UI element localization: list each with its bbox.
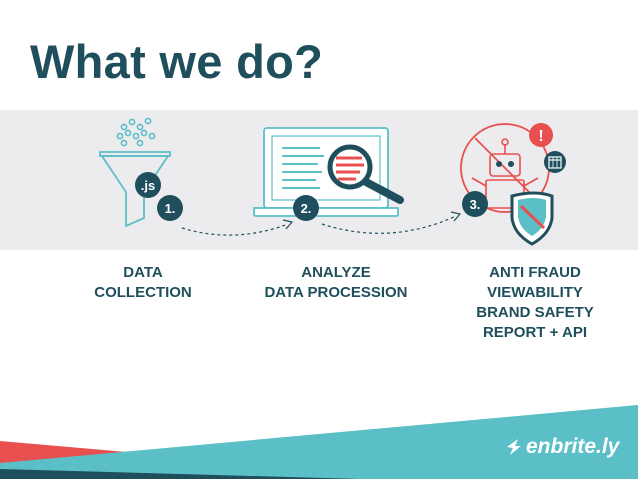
shield-icon xyxy=(512,193,552,244)
slide-title: What we do? xyxy=(30,34,323,89)
process-illustration: .js 1. 2. xyxy=(0,110,638,250)
step-label-line: COLLECTION xyxy=(68,283,218,303)
dashed-arrow-2 xyxy=(322,216,456,233)
step-number-2: 2. xyxy=(301,201,312,216)
step-2-label: ANALYZE DATA PROCESSION xyxy=(238,263,434,303)
step-label-line: DATA xyxy=(68,263,218,283)
step-label-line: ANALYZE xyxy=(238,263,434,283)
step-number-3: 3. xyxy=(470,197,481,212)
brand-name: enbrite.ly xyxy=(526,435,619,459)
step-label-line: DATA PROCESSION xyxy=(238,283,434,303)
brand-logo: enbrite.ly xyxy=(505,434,619,460)
js-badge-text: .js xyxy=(141,178,155,193)
step-label-line: VIEWABILITY xyxy=(455,283,615,303)
step-3-label: ANTI FRAUD VIEWABILITY BRAND SAFETY REPO… xyxy=(455,263,615,343)
laptop-icon xyxy=(254,128,398,216)
alert-icon: ! xyxy=(529,123,553,147)
svg-text:!: ! xyxy=(538,128,543,145)
step-1-label: DATA COLLECTION xyxy=(68,263,218,303)
arrowhead-2 xyxy=(451,212,460,221)
enbrite-logo-icon xyxy=(505,437,523,457)
calendar-icon xyxy=(544,151,566,173)
step-label-line: BRAND SAFETY xyxy=(455,303,615,323)
arrowhead-1 xyxy=(283,220,292,229)
step-number-1: 1. xyxy=(165,201,176,216)
step-label-line: REPORT + API xyxy=(455,323,615,343)
dashed-arrow-1 xyxy=(182,224,288,235)
step-label-line: ANTI FRAUD xyxy=(455,263,615,283)
